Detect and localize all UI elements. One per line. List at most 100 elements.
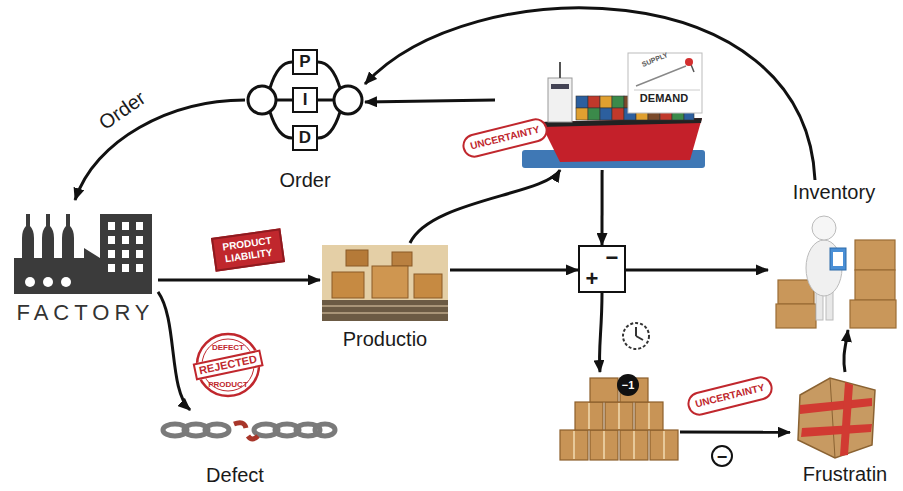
container-ship-part (628, 53, 702, 113)
inventory-figure-part-part (855, 270, 895, 300)
production-photo-part (346, 250, 368, 266)
broken-chain-part-part (205, 424, 229, 436)
factory-icon-part-part (136, 222, 143, 230)
container-ship-part-part (600, 108, 612, 120)
flow-arrow (158, 292, 190, 410)
pid-ring-part (334, 86, 362, 114)
container-ship-part-part (600, 96, 612, 108)
damaged-box-part (798, 378, 875, 458)
production-photo-part-part (322, 312, 448, 314)
broken-chain-part-part (234, 423, 246, 428)
production-photo-part-part (322, 305, 448, 307)
delay-clock-part (635, 327, 637, 336)
container-ship-part-part (612, 96, 624, 108)
container-ship-part (540, 118, 702, 162)
flow-arrow (158, 278, 320, 281)
edge-label: Order (92, 84, 153, 136)
container-ship-part-part (576, 108, 588, 120)
production-photo-part (322, 245, 448, 321)
pid-term-box: P (292, 49, 318, 75)
broken-chain (163, 423, 335, 439)
sign-text: DEMAND (629, 92, 699, 105)
node-caption: Productio (320, 327, 450, 351)
container-ship-part (634, 90, 700, 91)
sign-symbol: − (602, 247, 622, 269)
production-photo-part (392, 252, 412, 266)
stacked-boxes-part-part (603, 431, 605, 459)
stacked-boxes-part (635, 402, 663, 430)
stacked-boxes-part (574, 403, 664, 459)
container-ship-part (559, 62, 561, 78)
term-letter: P (294, 51, 316, 73)
stacked-boxes-part-part (618, 403, 620, 429)
factory-caption: FACTORY (8, 300, 158, 326)
inventory-figure-part-part (855, 240, 895, 270)
flow-arrow (626, 268, 768, 271)
production-photo-part (372, 266, 408, 298)
pid-controller: Order PID (245, 40, 365, 200)
flow-arrow (410, 170, 560, 243)
stacked-boxes-part (605, 402, 633, 430)
factory-icon-part (14, 214, 152, 294)
factory-icon-part-part (122, 250, 129, 258)
pid-ring-part (248, 86, 276, 114)
factory-icon-part-part (108, 264, 115, 272)
inventory-figure-part-part (850, 300, 896, 328)
controller-caption: Order (245, 168, 365, 192)
flow-arrow (601, 170, 604, 245)
production-photo-part (332, 272, 364, 298)
broken-chain-part (234, 423, 258, 439)
factory-icon-part (62, 214, 74, 262)
stacked-boxes-part (590, 378, 618, 402)
delay-clock (623, 323, 649, 349)
pid-ring-part (270, 112, 292, 138)
broken-chain-part (163, 424, 335, 436)
factory-icon-part-part (43, 277, 53, 287)
factory-icon-part-part (61, 277, 71, 287)
factory-icon-part (42, 214, 54, 262)
pid-ring-part (318, 62, 340, 88)
container-ship-part-part (612, 108, 624, 120)
inventory-figure-part (830, 248, 846, 270)
flow-arrow (680, 431, 790, 434)
factory-icon-part-part (136, 250, 143, 258)
summing-junction: −+ (578, 245, 626, 293)
stacked-boxes-part-part (648, 403, 650, 429)
factory-icon-part-part (108, 222, 115, 230)
pid-ring-part (276, 99, 292, 102)
container-ship-part-part (588, 108, 600, 120)
production-photo-part (414, 274, 442, 298)
delayed-stock-node: −1 (555, 372, 680, 462)
container-ship-part-part (576, 96, 588, 108)
inventory-figure (776, 216, 896, 328)
container-ship-part (685, 58, 693, 66)
pid-ring-part (318, 99, 334, 102)
liability-stamp: PRODUCT LIABILITY (211, 228, 285, 271)
factory-icon-part-part (25, 277, 35, 287)
damaged-box-part (801, 424, 872, 437)
factory-icon-part (25, 222, 143, 287)
delay-clock-part (623, 323, 649, 349)
stacked-boxes-part-part (573, 431, 575, 459)
flow-arrow (365, 8, 815, 180)
term-letter: D (294, 127, 316, 149)
container-ship-part (548, 78, 572, 122)
stacked-boxes-part-part (588, 403, 590, 429)
stacked-boxes-part (620, 430, 648, 460)
flow-arrow (365, 100, 495, 102)
delay-clock-part (636, 336, 643, 340)
production-photo (322, 245, 448, 321)
container-ship-part (636, 66, 686, 86)
stacked-boxes-part-part (633, 431, 635, 459)
node-caption: Defect (160, 463, 310, 487)
sign-symbol: + (582, 268, 602, 290)
factory-icon (14, 214, 152, 294)
flow-arrow (599, 293, 602, 372)
sign-circle: − (711, 445, 733, 467)
factory-icon-part-part (122, 264, 129, 272)
damaged-box-part (800, 398, 872, 414)
pid-term-box: I (292, 87, 318, 113)
frustration-node: Frustratin (790, 372, 900, 488)
